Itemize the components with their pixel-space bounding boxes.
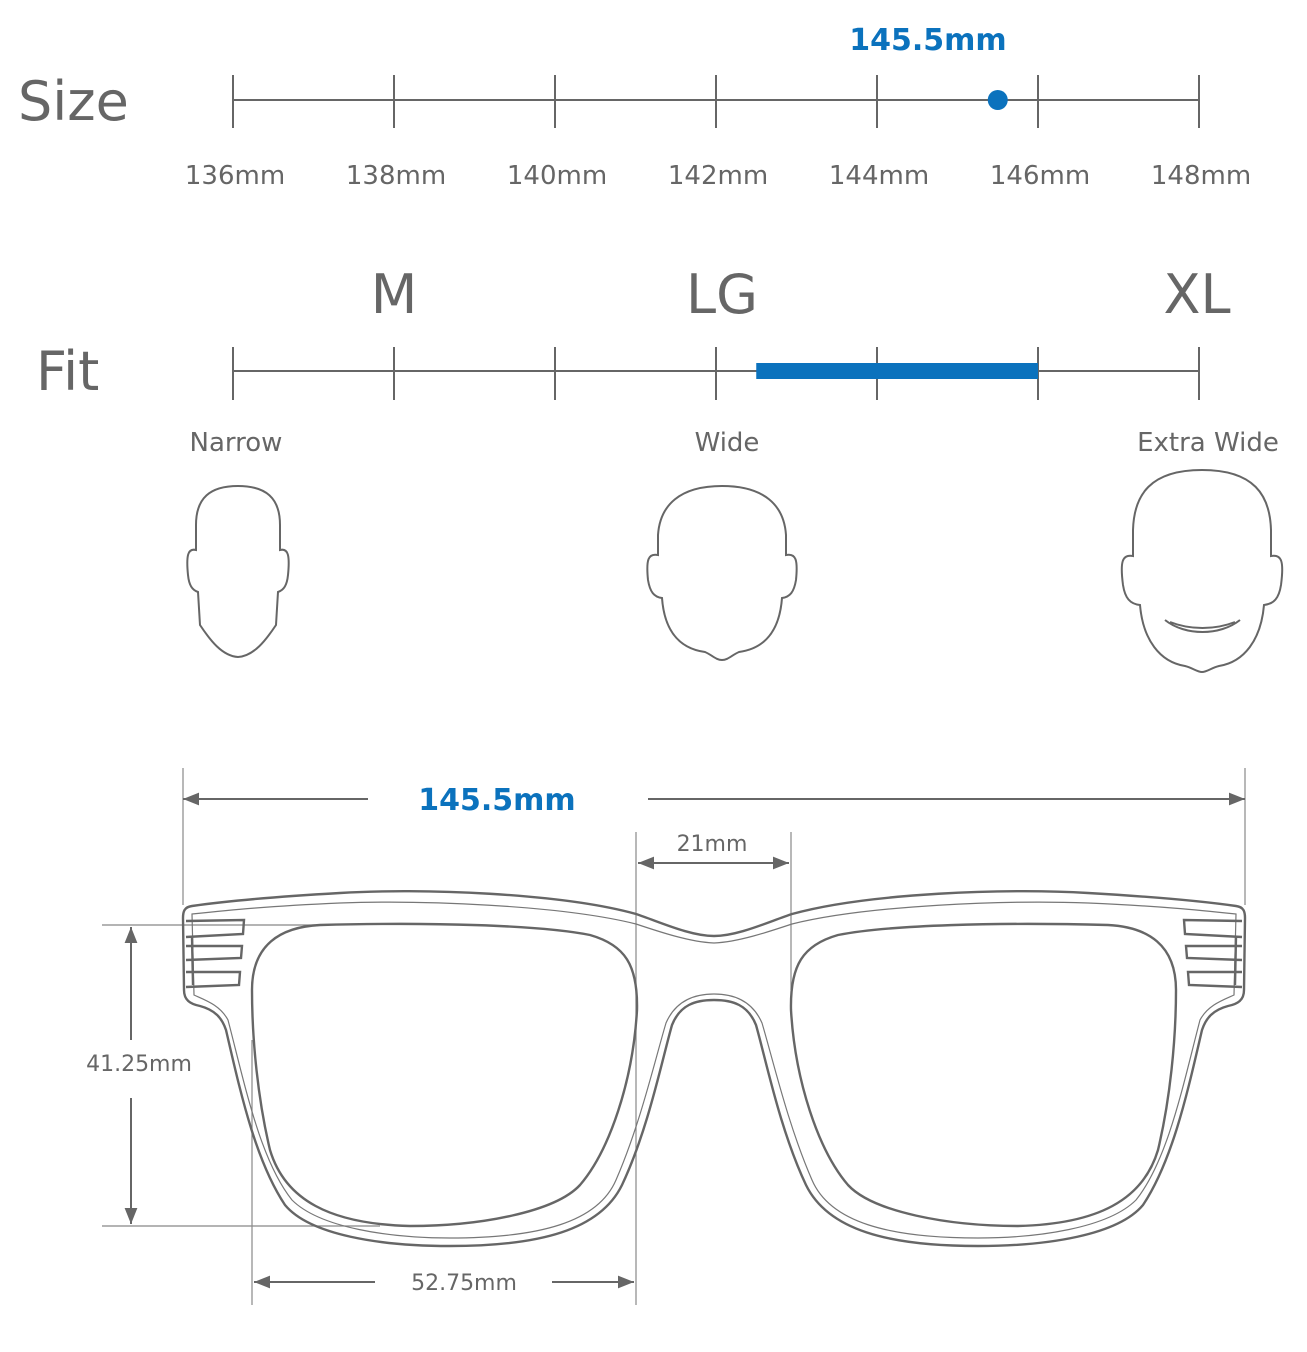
size-tick-label: 142mm — [668, 161, 768, 191]
total-width-label: 145.5mm — [418, 783, 575, 818]
size-tick-label: 138mm — [346, 161, 446, 191]
fit-heading: Fit — [36, 340, 99, 403]
fit-size-lg: LG — [686, 263, 758, 326]
face-label-wide: Wide — [695, 428, 760, 458]
extra-wide-face-icon — [1120, 468, 1284, 674]
face-label-narrow: Narrow — [190, 428, 283, 458]
fit-size-m: M — [371, 263, 418, 326]
size-scale: 136mm 138mm 140mm 142mm 144mm 146mm 148mm — [185, 75, 1251, 191]
size-value-label: 145.5mm — [849, 23, 1006, 58]
size-tick-label: 136mm — [185, 161, 285, 191]
size-tick-label: 148mm — [1151, 161, 1251, 191]
fit-scale — [232, 347, 1200, 400]
size-tick-label: 144mm — [829, 161, 929, 191]
narrow-face-icon — [186, 484, 290, 659]
size-tick-label: 140mm — [507, 161, 607, 191]
fit-range-bar — [756, 363, 1038, 379]
lens-height-label: 41.25mm — [86, 1052, 192, 1077]
wide-face-icon — [646, 484, 798, 662]
size-tick-label: 146mm — [990, 161, 1090, 191]
size-value-marker — [987, 90, 1008, 110]
lens-width-label: 52.75mm — [411, 1271, 517, 1296]
face-label-extra-wide: Extra Wide — [1137, 428, 1279, 458]
dimension-lines — [102, 768, 1246, 1305]
bridge-width-label: 21mm — [677, 832, 748, 857]
sunglasses-illustration — [181, 890, 1247, 1248]
fit-size-xl: XL — [1163, 263, 1230, 326]
size-heading: Size — [18, 70, 129, 133]
